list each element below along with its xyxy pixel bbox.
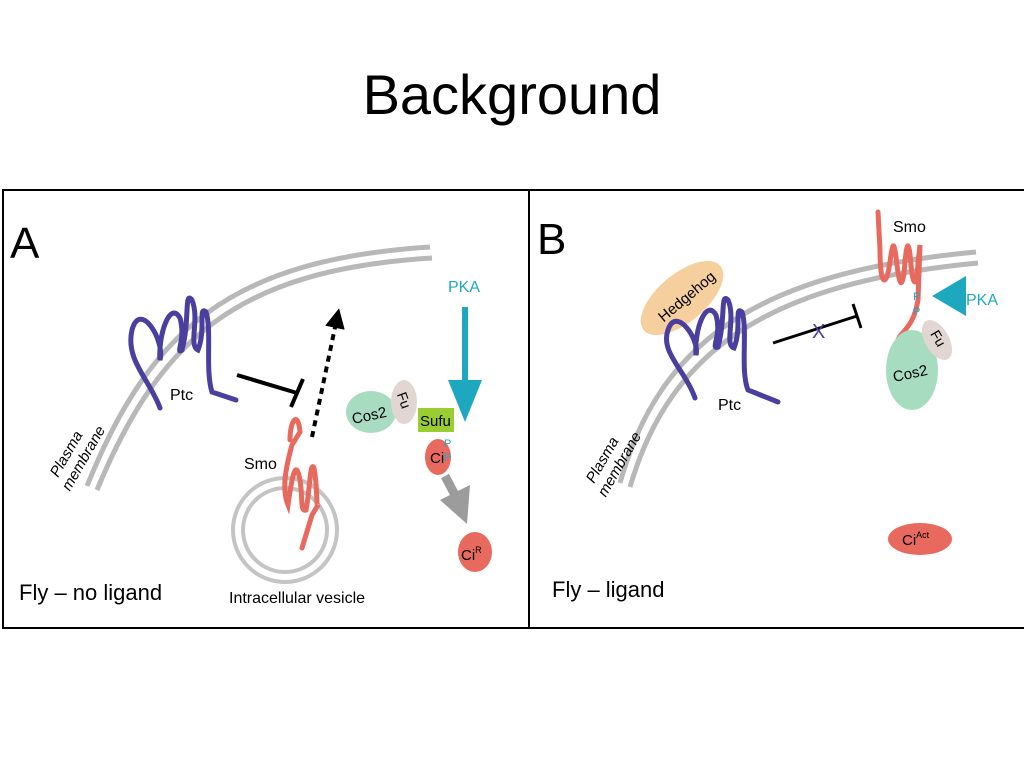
phosphate-2-a: P [444,452,451,464]
block-mark: X [812,321,825,343]
panel-b-caption: Fly – ligand [552,577,665,602]
sufu-protein [418,408,454,432]
smo-label-a: Smo [244,456,277,473]
panel-a: A Plasma membrane Ptc Smo Intracellular … [10,219,492,607]
membrane-label-b: Plasma membrane [583,429,645,500]
cos2-protein-b [886,330,938,410]
panel-a-caption: Fly – no ligand [19,580,162,605]
smo-receptor-a [282,417,321,551]
ptc-receptor-a [128,295,239,411]
cos2-label-b: Cos2 [891,362,929,386]
smo-receptor-b [875,209,923,375]
ptc-label-b: Ptc [718,397,741,414]
panel-b-letter: B [537,215,566,264]
panel-a-letter: A [10,219,40,268]
fu-protein-a [391,380,417,424]
cos2-label-a: Cos2 [350,404,388,428]
ci-repressor [458,532,492,572]
inhibition-arrow-a [236,373,305,408]
ci-protein-a [425,439,451,475]
phosphate-2-b: P [913,306,920,318]
ci-activator [888,523,952,555]
figure-frame [2,189,1024,629]
blocked-inhibition-arrow [772,303,863,345]
pka-label-a: PKA [448,279,480,296]
ptc-label-a: Ptc [170,387,193,404]
cir-label: CiR [461,545,482,564]
ciact-label: CiAct [902,530,930,549]
fu-protein-b [921,320,953,360]
phosphate-1-a: P [444,438,451,450]
pka-label-b: PKA [966,292,998,309]
processing-arrow-shaft [441,473,459,498]
ci-label-a: Ci [430,450,444,467]
fu-label-b: Fu [927,327,949,349]
cos2-protein-a [346,391,396,433]
phosphate-1-b: P [913,291,920,303]
slide-title: Background [362,63,662,126]
fu-label-a: Fu [394,390,415,411]
hedgehog-ligand [640,260,724,336]
smo-label-b: Smo [893,219,926,236]
processing-arrowhead [440,485,470,524]
trafficking-arrow [310,308,345,438]
sufu-label: Sufu [420,413,451,430]
pka-arrowhead-a [448,380,482,422]
pka-arrowhead-b [932,276,966,316]
vesicle-label: Intracellular vesicle [229,590,365,607]
ptc-receptor-b [664,296,781,405]
panel-b: B Plasma membrane Hedgehog Ptc X Smo P P [537,209,998,602]
